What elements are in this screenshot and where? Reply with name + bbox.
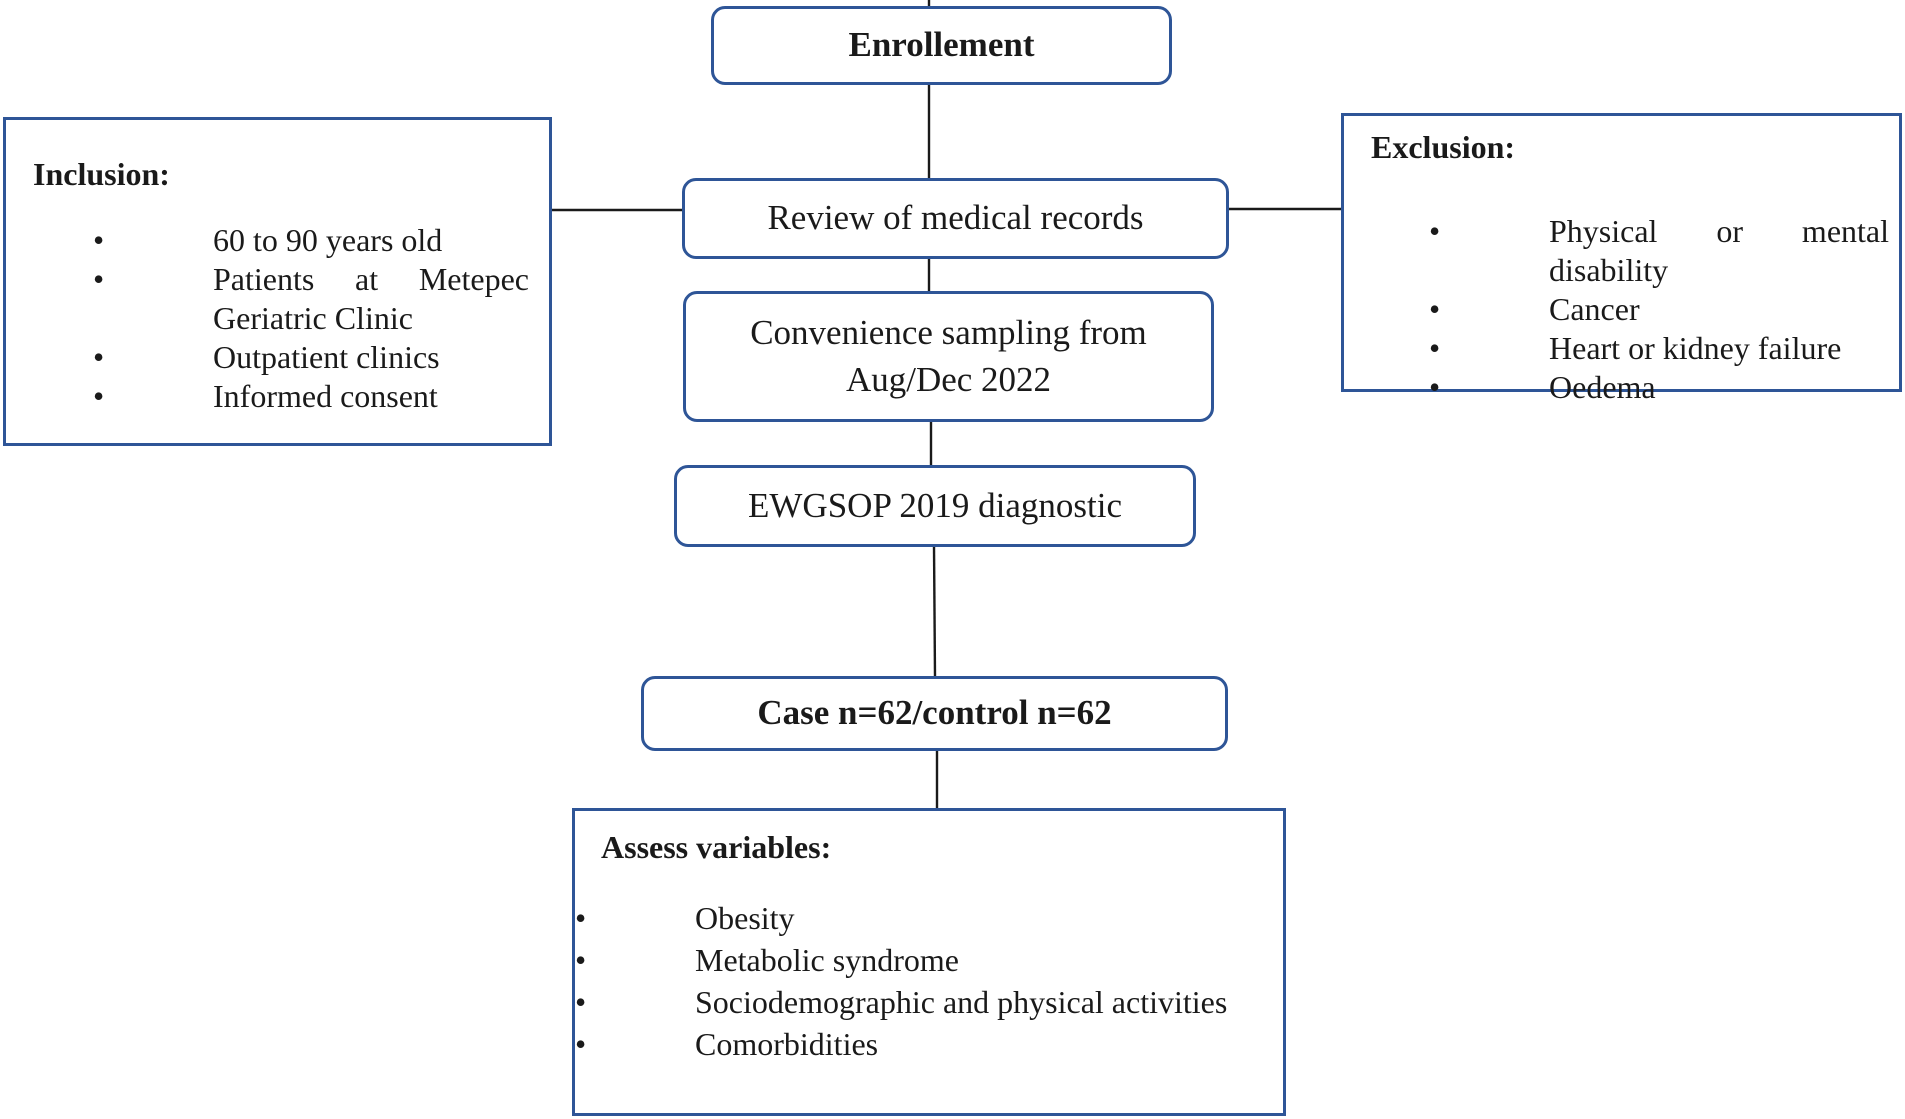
inclusion-item: Patients at Metepec Geriatric Clinic <box>93 260 529 338</box>
exclusion-list: Physical or mental disability Cancer Hea… <box>1429 212 1889 407</box>
assess-item: Comorbidities <box>575 1023 1261 1065</box>
exclusion-item: Heart or kidney failure <box>1429 329 1889 368</box>
groups-label: Case n=62/control n=62 <box>757 693 1112 733</box>
assess-item: Obesity <box>575 897 1261 939</box>
assess-item: Metabolic syndrome <box>575 939 1261 981</box>
exclusion-box: Exclusion: Physical or mental disability… <box>1341 113 1902 407</box>
inclusion-item: Outpatient clinics <box>93 338 529 377</box>
inclusion-title: Inclusion: <box>33 156 170 192</box>
review-box: Review of medical records <box>682 178 1229 259</box>
exclusion-item: Physical or mental disability <box>1429 212 1889 290</box>
groups-box: Case n=62/control n=62 <box>641 676 1228 751</box>
assess-item: Sociodemographic and physical activities <box>575 981 1261 1023</box>
assess-box: Assess variables: Obesity Metabolic synd… <box>572 808 1286 1116</box>
assess-list: Obesity Metabolic syndrome Sociodemograp… <box>575 897 1261 1065</box>
exclusion-item: Oedema <box>1429 368 1889 407</box>
exclusion-item: Cancer <box>1429 290 1889 329</box>
diagnostic-label: EWGSOP 2019 diagnostic <box>748 485 1122 525</box>
inclusion-box: Inclusion: 60 to 90 years old Patients a… <box>3 117 552 446</box>
inclusion-item: Informed consent <box>93 377 529 416</box>
assess-title: Assess variables: <box>601 829 832 865</box>
review-label: Review of medical records <box>767 198 1144 238</box>
sampling-box: Convenience sampling from Aug/Dec 2022 <box>683 291 1214 422</box>
sampling-line-2: Aug/Dec 2022 <box>845 359 1052 399</box>
exclusion-title: Exclusion: <box>1371 129 1516 165</box>
inclusion-list: 60 to 90 years old Patients at Metepec G… <box>93 221 529 416</box>
connector-diagnostic-to-groups <box>932 545 937 678</box>
enrollment-box: Enrollement <box>711 6 1172 85</box>
inclusion-item: 60 to 90 years old <box>93 221 529 260</box>
sampling-line-1: Convenience sampling from <box>750 313 1147 353</box>
enrollment-label: Enrollement <box>848 25 1035 65</box>
diagnostic-box: EWGSOP 2019 diagnostic <box>674 465 1196 547</box>
